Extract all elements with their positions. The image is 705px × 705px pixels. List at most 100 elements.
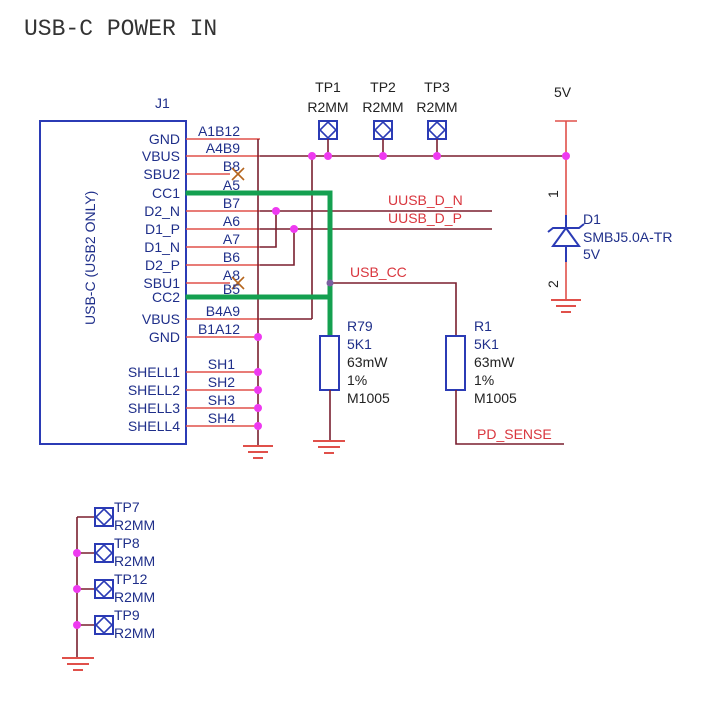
r1-pkg: M1005 <box>474 390 517 406</box>
r79-value: 5K1 <box>347 336 372 352</box>
junction-dot <box>324 152 332 160</box>
shell-pin-number: SH2 <box>208 374 235 390</box>
cc1-highlight <box>185 190 333 339</box>
pin-number: A6 <box>223 213 240 229</box>
junction-dot <box>254 333 262 341</box>
pin-name: CC2 <box>152 289 180 305</box>
testpoint-ref: TP2 <box>370 79 396 95</box>
pin-number: B4A9 <box>206 303 240 319</box>
testpoint-value: R2MM <box>307 99 348 115</box>
testpoint-icon[interactable] <box>427 120 447 140</box>
shell-pin-number: SH1 <box>208 356 235 372</box>
diode-value: 5V <box>583 246 601 262</box>
connector-name: USB-C (USB2 ONLY) <box>82 191 98 325</box>
testpoint-gnd-value: R2MM <box>114 589 155 605</box>
junction-dot <box>73 621 81 629</box>
diode-d1[interactable] <box>547 215 585 262</box>
shell-pin-name: SHELL1 <box>128 364 180 380</box>
pin-name: CC1 <box>152 185 180 201</box>
testpoint-gnd-icon[interactable] <box>94 579 114 599</box>
junction-dot <box>379 152 387 160</box>
testpoint-gnd-ref: TP8 <box>114 535 140 551</box>
net-label-usb-cc: USB_CC <box>350 264 407 280</box>
testpoint-gnd-icon[interactable] <box>94 507 114 527</box>
pin-number: A1B12 <box>198 123 240 139</box>
junction-dot <box>562 152 570 160</box>
pin-number: B5 <box>223 281 240 297</box>
pd-sense-net <box>455 390 564 445</box>
resistor-r1[interactable] <box>445 335 466 391</box>
junction-dot <box>73 549 81 557</box>
testpoint-gnd-ref: TP12 <box>114 571 148 587</box>
junction-dot <box>73 585 81 593</box>
r79-ref: R79 <box>347 318 373 334</box>
resistor-r79[interactable] <box>319 335 340 391</box>
testpoint-ref: TP1 <box>315 79 341 95</box>
r1-value: 5K1 <box>474 336 499 352</box>
testpoint-ref: TP3 <box>424 79 450 95</box>
pin-name: SBU1 <box>143 275 180 291</box>
testpoint-gnd-icon[interactable] <box>94 543 114 563</box>
testpoint-icon[interactable] <box>318 120 338 140</box>
ground-symbol-j1 <box>243 445 273 459</box>
pin-number: A5 <box>223 177 240 193</box>
pin-number: A7 <box>223 231 240 247</box>
testpoint-value: R2MM <box>362 99 403 115</box>
pin-name: D2_P <box>145 257 180 273</box>
diode-pin2: 2 <box>545 280 561 288</box>
ground-symbol-tp <box>62 657 94 671</box>
pin-name: D1_N <box>144 239 180 255</box>
pin-name: VBUS <box>142 148 180 164</box>
diode-ref: D1 <box>583 211 601 227</box>
pin-number: B6 <box>223 249 240 265</box>
testpoint-gnd-ref: TP9 <box>114 607 140 623</box>
junction-dot <box>254 404 262 412</box>
pin-number: B8 <box>223 158 240 174</box>
shell-pin-number: SH3 <box>208 392 235 408</box>
diode-part: SMBJ5.0A-TR <box>583 229 672 245</box>
r1-ref: R1 <box>474 318 492 334</box>
pin-number: B7 <box>223 195 240 211</box>
pin-name: GND <box>149 329 180 345</box>
r1-power: 63mW <box>474 354 515 370</box>
diode-pin1: 1 <box>545 190 561 198</box>
sheet-title: USB-C POWER IN <box>24 16 217 42</box>
pin-number: A8 <box>223 267 240 283</box>
junction-dot <box>290 225 298 233</box>
r79-tol: 1% <box>347 372 367 388</box>
pin-name: D1_P <box>145 221 180 237</box>
connector-ref: J1 <box>155 95 170 111</box>
testpoint-icon[interactable] <box>373 120 393 140</box>
usb-cc-net <box>330 282 457 336</box>
r1-tol: 1% <box>474 372 494 388</box>
junction-dot <box>308 152 316 160</box>
junction-dot <box>433 152 441 160</box>
shell-pin-name: SHELL3 <box>128 400 180 416</box>
pin-name: VBUS <box>142 311 180 327</box>
power-5v-label: 5V <box>554 84 572 100</box>
r79-power: 63mW <box>347 354 388 370</box>
pin-number: B1A12 <box>198 321 240 337</box>
connector-body[interactable] <box>39 120 187 445</box>
shell-pin-name: SHELL4 <box>128 418 180 434</box>
junction-dot <box>254 368 262 376</box>
net-label-d-p: UUSB_D_P <box>388 210 462 226</box>
junction-dot <box>254 386 262 394</box>
testpoint-gnd-value: R2MM <box>114 553 155 569</box>
pin-name: D2_N <box>144 203 180 219</box>
testpoint-gnd-value: R2MM <box>114 517 155 533</box>
testpoint-gnd-icon[interactable] <box>94 615 114 635</box>
testpoint-value: R2MM <box>416 99 457 115</box>
ground-symbol-r79 <box>313 440 345 454</box>
r79-pkg: M1005 <box>347 390 390 406</box>
junction-dot <box>254 422 262 430</box>
pin-number: A4B9 <box>206 140 240 156</box>
pin-name: GND <box>149 131 180 147</box>
net-label-pd-sense: PD_SENSE <box>477 426 552 442</box>
shell-pin-name: SHELL2 <box>128 382 180 398</box>
testpoint-gnd-ref: TP7 <box>114 499 140 515</box>
shell-pin-number: SH4 <box>208 410 235 426</box>
junction-dot <box>272 207 280 215</box>
